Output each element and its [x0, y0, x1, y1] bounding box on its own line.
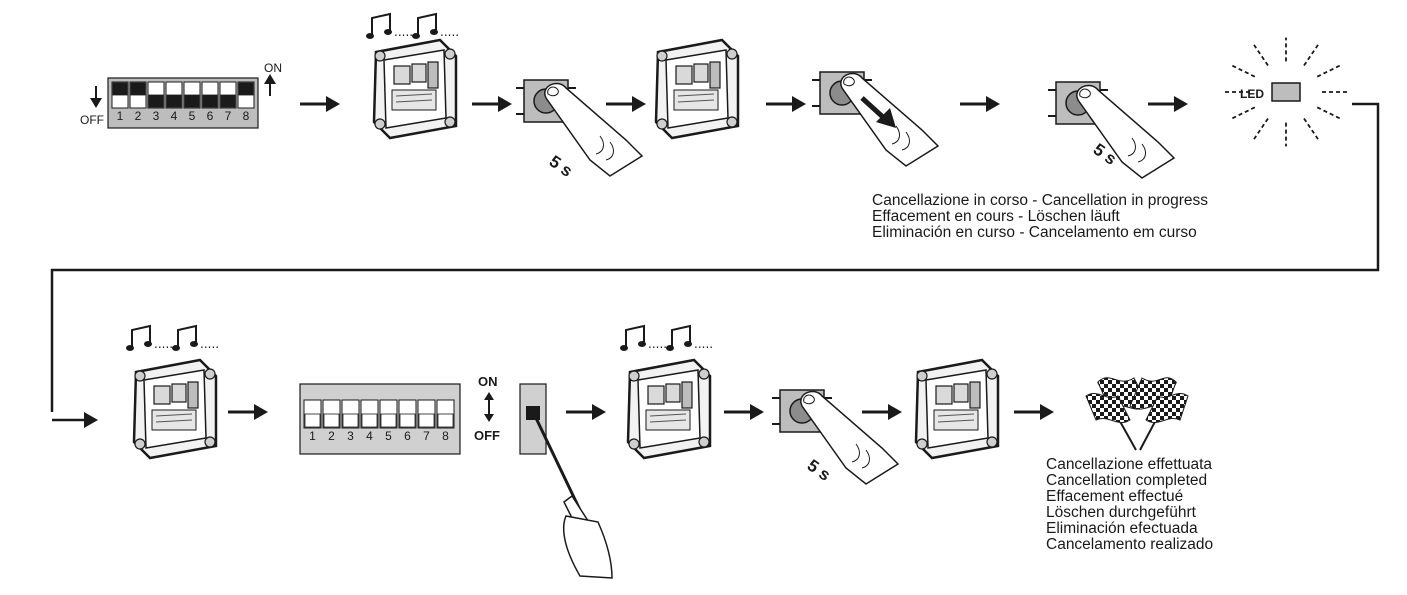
step-arrow — [958, 94, 1002, 114]
caption-line: Cancellation completed — [1046, 472, 1208, 489]
step-arrow — [764, 94, 808, 114]
on-off-selector: ON OFF — [474, 374, 613, 579]
led-ray — [1303, 117, 1319, 140]
dip-knob — [184, 94, 200, 108]
led-ray — [1253, 117, 1269, 140]
step-arrow — [1146, 94, 1190, 114]
dip-number: 3 — [347, 429, 354, 443]
dip-on-label: ON — [264, 61, 282, 75]
step-arrow — [860, 402, 904, 422]
dip-number: 5 — [385, 429, 392, 443]
hold-time-label: 5 s — [546, 152, 576, 181]
dip-knob — [202, 94, 218, 108]
caption-line: Cancellazione in corso - Cancellation in… — [872, 192, 1209, 209]
dip-knob — [361, 413, 378, 428]
checkered-flag-icon — [1085, 377, 1189, 451]
step-arrow — [298, 94, 342, 114]
dip-knob — [220, 94, 236, 108]
dip-knob — [148, 94, 164, 108]
caption-line: Effacement effectué — [1046, 488, 1184, 505]
dip-number: 3 — [153, 109, 160, 123]
dip-knob — [130, 82, 146, 96]
dip-knob — [112, 82, 128, 96]
dip-off-label: OFF — [80, 113, 104, 127]
music-note-icon — [619, 325, 715, 352]
dip-number: 5 — [189, 109, 196, 123]
dip-number: 2 — [135, 109, 142, 123]
caption-line: Eliminación en curso - Cancelamento em c… — [872, 224, 1197, 241]
dip-knob — [342, 413, 359, 428]
dip-number: 4 — [171, 109, 178, 123]
dip-number: 2 — [328, 429, 335, 443]
caption-line: Cancelamento realizado — [1046, 536, 1214, 553]
dip-knob — [166, 94, 182, 108]
step-arrow — [1012, 402, 1056, 422]
dip-knob — [437, 413, 454, 428]
press-button-step: 5 s — [515, 79, 643, 181]
dip-number: 8 — [442, 429, 449, 443]
press-button-step-2: 5 s — [1047, 81, 1175, 179]
caption-line: Cancellazione effettuata — [1046, 456, 1213, 473]
dip-number: 7 — [423, 429, 430, 443]
release-button-step — [811, 71, 939, 167]
led-ray — [1303, 44, 1319, 67]
dip-number: 6 — [404, 429, 411, 443]
dip-number: 8 — [243, 109, 250, 123]
selector-on-label: ON — [478, 374, 498, 389]
led-ray — [1253, 44, 1269, 67]
dip-number: 7 — [225, 109, 232, 123]
dip-number: 1 — [117, 109, 124, 123]
press-button-step-3: 5 s — [771, 389, 899, 485]
caption-line: Effacement en cours - Löschen läuft — [872, 208, 1120, 225]
step-arrow — [604, 94, 648, 114]
dip-knob — [238, 82, 254, 96]
led-ray — [1230, 63, 1256, 78]
control-unit-icon — [626, 358, 712, 460]
step-arrow — [226, 402, 270, 422]
hold-time-label: 5 s — [804, 456, 834, 485]
caption-line: Eliminación efectuada — [1046, 520, 1198, 537]
selector-off-label: OFF — [474, 428, 500, 443]
control-unit-icon — [132, 358, 218, 460]
flow-connector — [50, 102, 1380, 412]
led-body — [1271, 82, 1301, 102]
dip-knob — [418, 413, 435, 428]
dip-knob — [399, 413, 416, 428]
step-arrow — [564, 402, 608, 422]
control-unit-icon — [372, 38, 458, 140]
finger-icon — [1076, 84, 1175, 179]
led-label: LED — [1240, 87, 1264, 101]
dip-knob — [380, 413, 397, 428]
control-unit-icon — [914, 358, 1000, 460]
led-ray — [1316, 63, 1342, 78]
dip-knob — [323, 413, 340, 428]
music-note-icon — [365, 13, 461, 40]
step-arrow — [722, 402, 766, 422]
screwdriver-icon — [534, 417, 613, 579]
caption-completed: Cancellazione effettuata Cancellation co… — [1046, 456, 1214, 553]
blinking-led-icon: LED — [1222, 37, 1350, 147]
release-arrow-icon — [860, 96, 886, 120]
control-unit-icon — [654, 38, 740, 140]
led-ray — [1316, 106, 1342, 121]
caption-in-progress: Cancellazione in corso - Cancellation in… — [872, 192, 1209, 241]
dip-number: 6 — [207, 109, 214, 123]
music-note-icon — [125, 325, 221, 352]
led-ray — [1230, 106, 1256, 121]
dip-number: 4 — [366, 429, 373, 443]
caption-line: Löschen durchgeführt — [1046, 504, 1196, 521]
step-arrow — [470, 94, 514, 114]
dip-knob — [304, 413, 321, 428]
dip-number: 1 — [309, 429, 316, 443]
